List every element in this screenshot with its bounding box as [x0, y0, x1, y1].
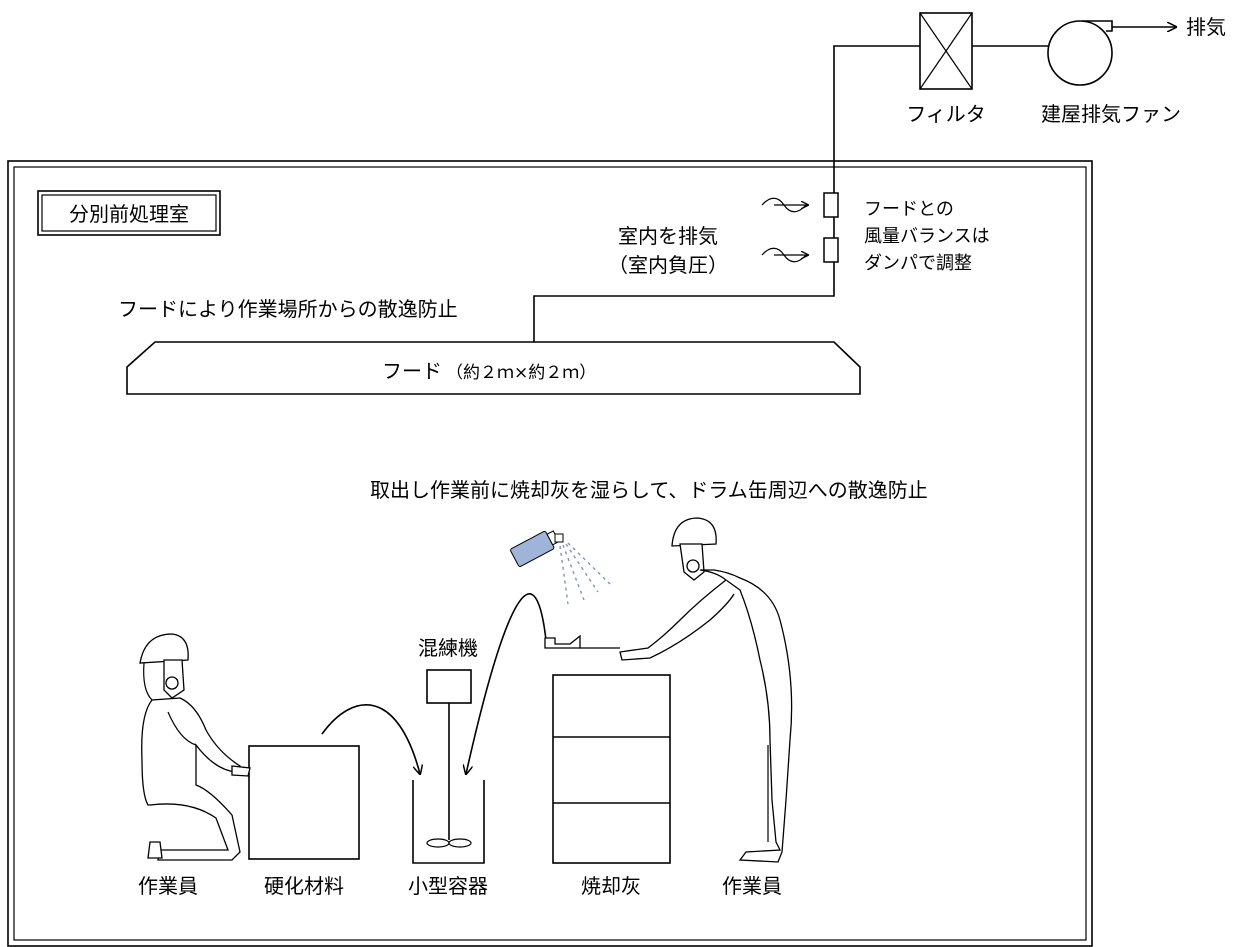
worker-left-label: 作業員 — [138, 874, 198, 898]
hood-label: フード — [382, 359, 442, 383]
mixer — [426, 669, 472, 848]
filter-label: フィルタ — [906, 102, 986, 126]
exhaust-duct — [533, 45, 1048, 342]
airflow-arrow-lower — [761, 247, 808, 263]
filter-unit — [919, 12, 973, 90]
exhaust-label: 排気 — [1186, 15, 1226, 39]
airflow-arrow-upper — [761, 197, 808, 213]
damper-lower — [823, 237, 839, 263]
ash-scoop — [544, 634, 620, 649]
damper-note-line1: フードとの — [864, 199, 954, 220]
incineration-ash-label: 焼却灰 — [581, 874, 641, 898]
room-name: 分別前処理室 — [69, 202, 189, 226]
damper-upper — [823, 192, 839, 218]
worker-right-figure — [619, 517, 793, 863]
fan-label: 建屋排気ファン — [1041, 102, 1181, 126]
worker-left-figure — [139, 633, 251, 861]
drum-stack — [552, 674, 671, 864]
room-exhaust-line1: 室内を排気 — [618, 224, 718, 248]
small-container — [412, 780, 485, 864]
damper-note-line3: ダンパで調整 — [864, 253, 972, 274]
worker-right-label: 作業員 — [722, 874, 782, 898]
hood-size: （約２ｍ×約２ｍ） — [446, 363, 596, 383]
spray-bottle — [510, 530, 564, 567]
hood — [126, 341, 861, 395]
spray-mist — [559, 542, 611, 605]
mixer-label: 混練機 — [418, 636, 478, 660]
hood-note: フードにより作業場所からの散逸防止 — [118, 297, 458, 321]
building-fan — [1047, 20, 1176, 86]
room-boundary — [7, 160, 1093, 947]
hardening-material-box — [248, 745, 360, 860]
small-container-label: 小型容器 — [408, 874, 488, 898]
room-name-box — [37, 190, 221, 236]
hardening-material-label: 硬化材料 — [264, 874, 344, 898]
moisten-note: 取出し作業前に焼却灰を湿らして、ドラム缶周辺への散逸防止 — [370, 478, 928, 502]
transfer-arrow-material — [321, 704, 420, 774]
transfer-arrow-ash — [466, 593, 547, 774]
room-exhaust-line2: （室内負圧） — [608, 253, 728, 277]
damper-note-line2: 風量バランスは — [864, 226, 990, 247]
